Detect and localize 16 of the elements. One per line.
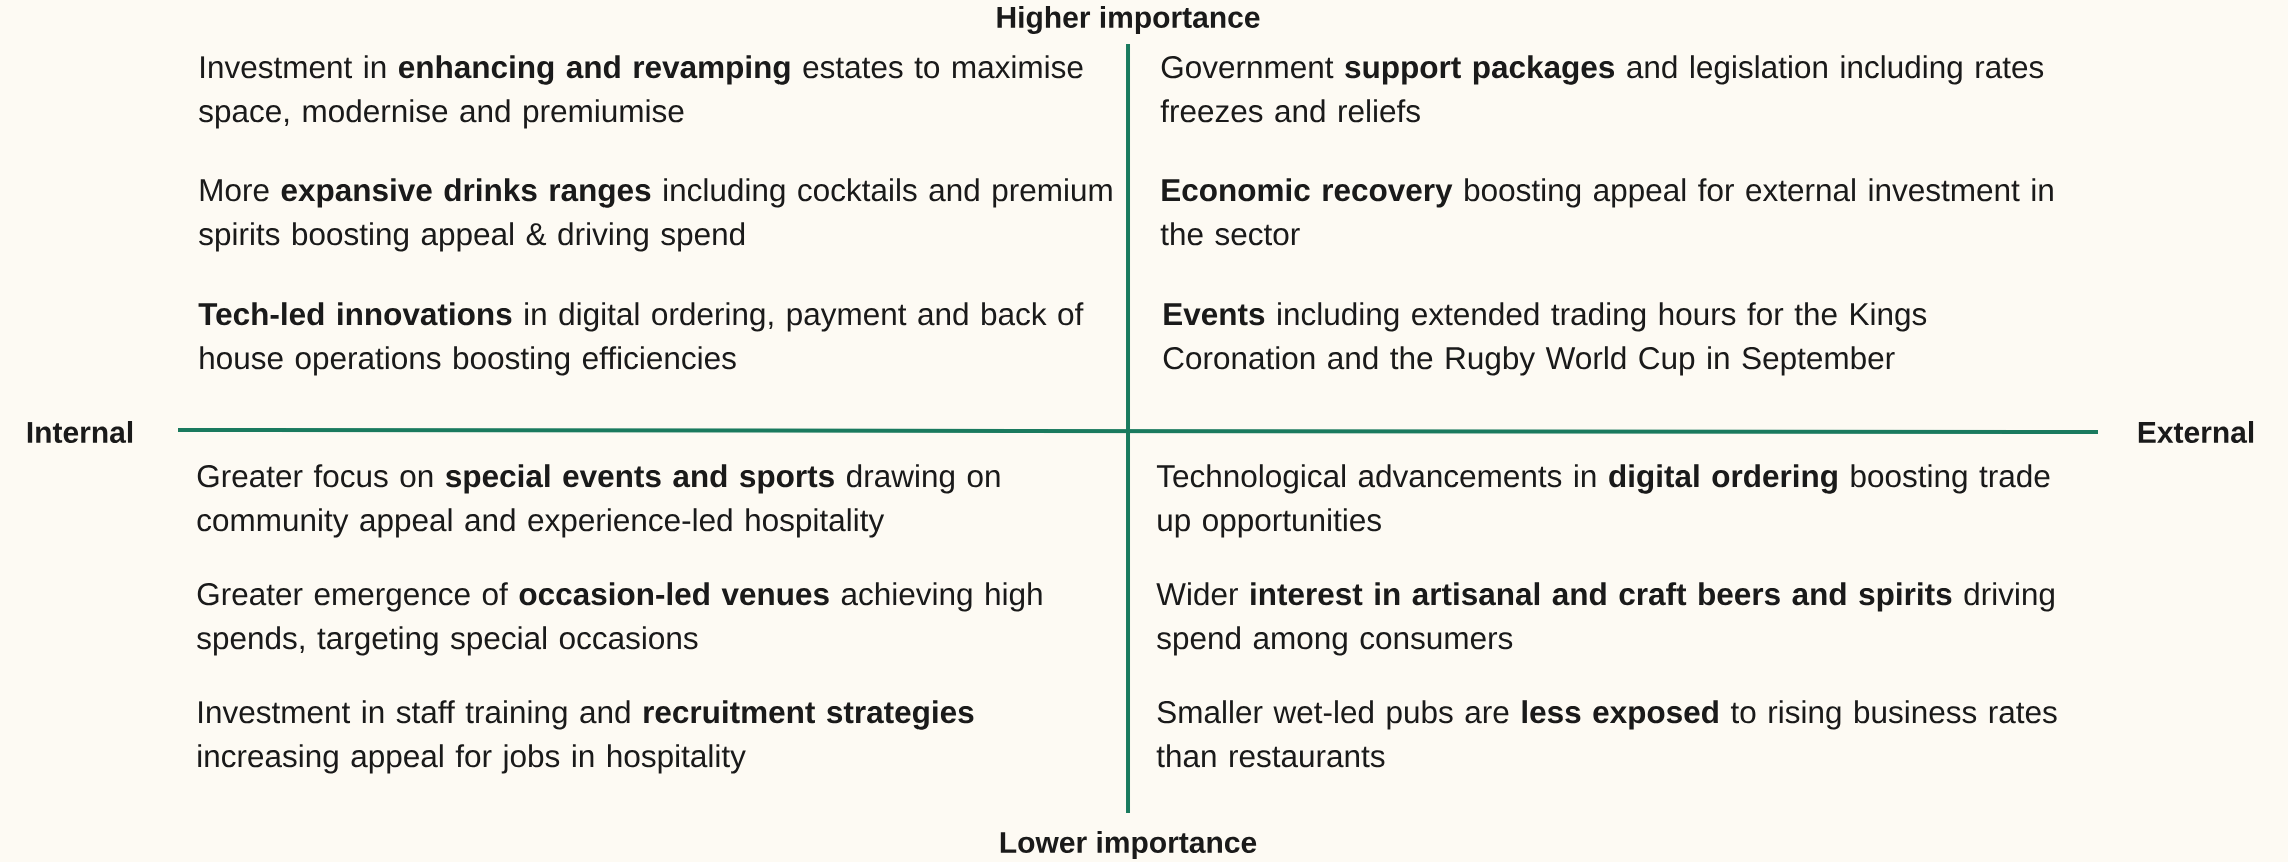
axis-label: Lower importance bbox=[1000, 831, 1257, 859]
quadrant-text: Smaller wet-led pubs are less exposed to rising business rates than restaurants bbox=[1156, 700, 2057, 768]
quadrant-text: More expansive drinks ranges including cocktails and premium spirits boosting appeal & driving spend bbox=[199, 178, 1112, 252]
axis-label: Higher importance bbox=[997, 5, 1260, 35]
quadrant-text: Wider interest in artisanal and craft beers and spirits driving spend among consumers bbox=[1156, 582, 2054, 656]
axis-label: External bbox=[2138, 421, 2254, 444]
quadrant-text: Government support packages and legislation including rates freezes and reliefs bbox=[1160, 55, 2044, 123]
quadrant-text: Greater focus on special events and sports drawing on community appeal and experience-led hospitality bbox=[197, 464, 1000, 538]
quadrant-text: Greater emergence of occasion-led venues achieving high spends, targeting special occasions bbox=[197, 582, 1042, 656]
quadrant-text: Investment in staff training and recruitment strategies increasing appeal for jobs in hospitality bbox=[198, 700, 974, 774]
quadrant-text: Economic recovery boosting appeal for external investment in the sector bbox=[1160, 178, 2053, 246]
quadrant-text: Events including extended trading hours for the Kings Coronation and the Rugby World Cup in September bbox=[1163, 302, 1927, 376]
axis-label: Internal bbox=[27, 421, 133, 444]
quadrant-text: Investment in enhancing and revamping estates to maximise space, modernise and premiumise bbox=[199, 55, 1083, 129]
quadrant-text: Technological advancements in digital ordering boosting trade up opportunities bbox=[1156, 464, 2050, 538]
quadrant-text: Tech-led innovations in digital ordering, payment and back of house operations boosting efficiencies bbox=[198, 302, 1084, 376]
